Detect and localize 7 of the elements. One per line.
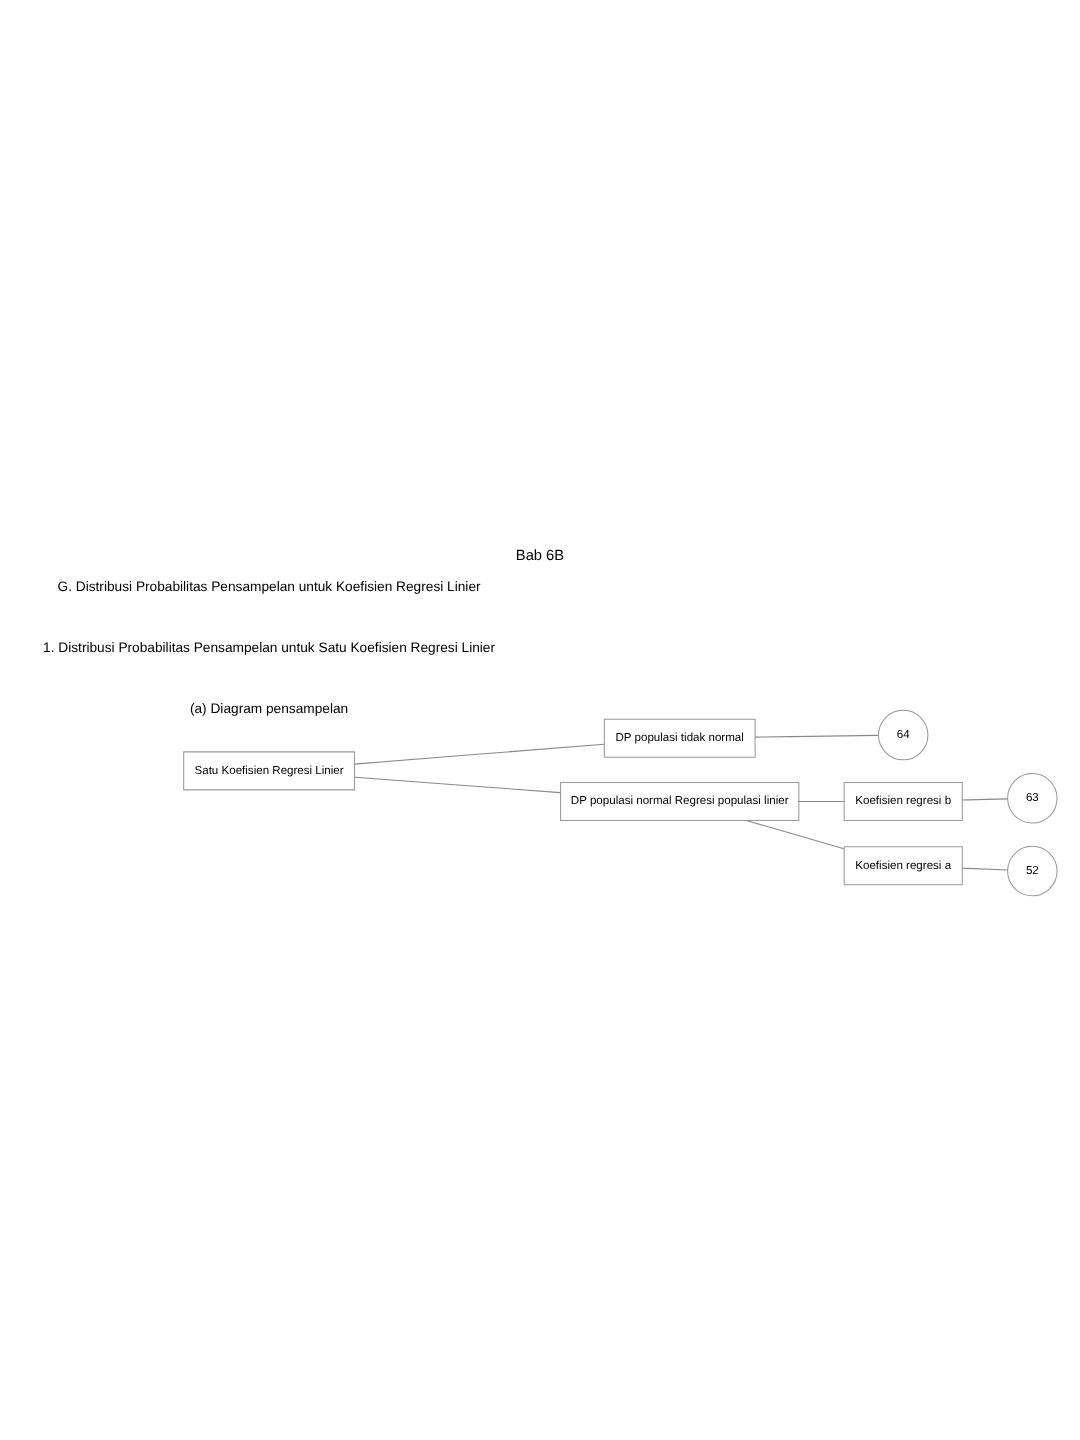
connector bbox=[754, 734, 879, 738]
connector bbox=[962, 798, 1008, 801]
connector bbox=[962, 867, 1009, 871]
connector bbox=[354, 776, 561, 794]
connector bbox=[798, 800, 845, 802]
connector bbox=[354, 743, 605, 765]
connector bbox=[745, 819, 845, 850]
